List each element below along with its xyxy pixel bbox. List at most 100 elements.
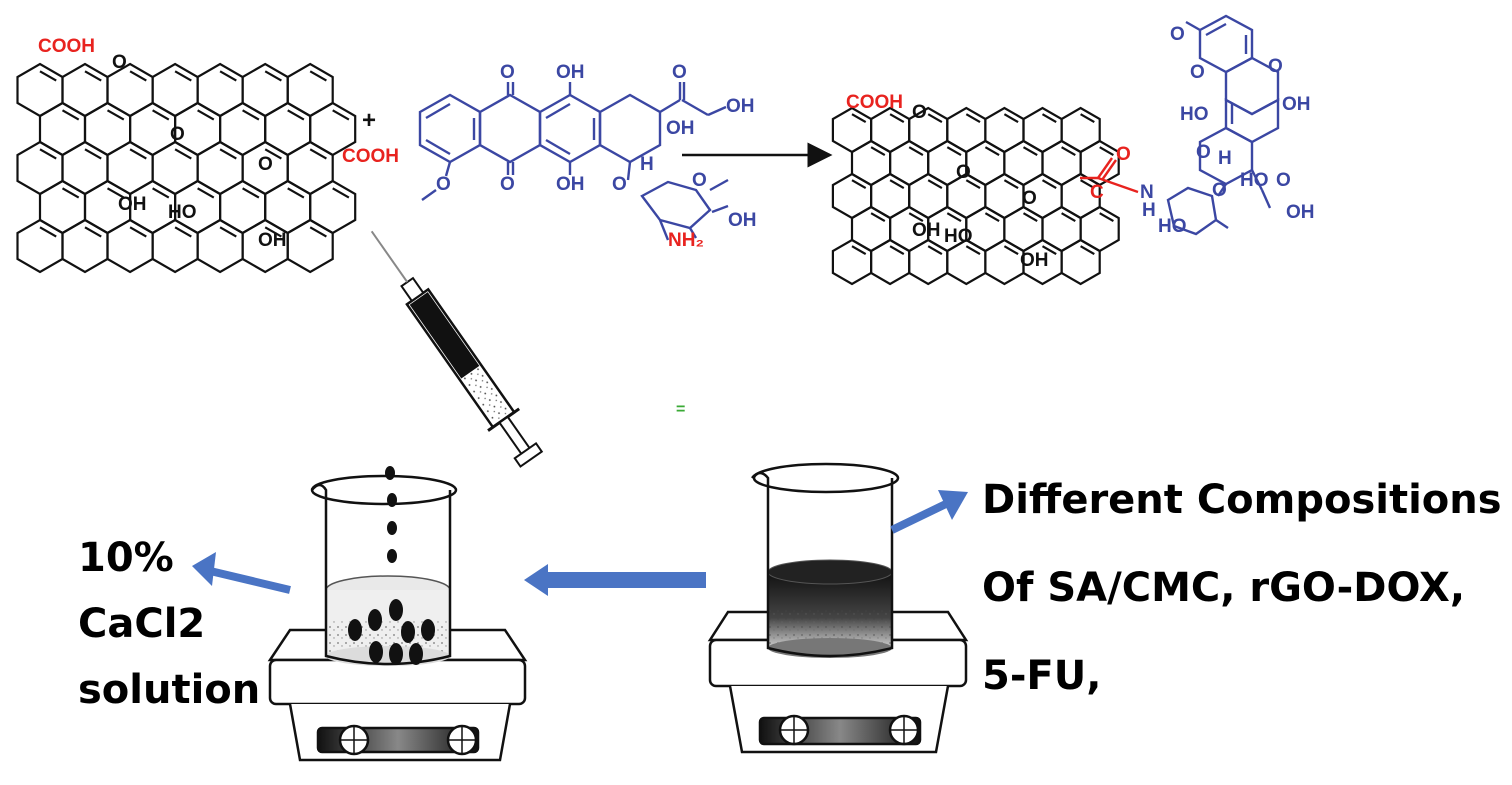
conj-end-oh-label: OH — [1286, 202, 1315, 223]
double-bond — [1041, 179, 1057, 190]
double-bond — [309, 148, 327, 160]
double-bond — [965, 179, 981, 190]
double-bond — [287, 109, 305, 121]
double-bond — [129, 226, 147, 238]
double-bond — [927, 245, 943, 256]
prod-amide-c-label: C — [1090, 182, 1104, 203]
double-bond — [889, 245, 905, 256]
dox-chain-oh-label: OH — [726, 96, 755, 117]
double-bond — [1099, 146, 1114, 157]
right-beaker — [751, 462, 900, 658]
go-hydroxyl-label: OH — [118, 194, 147, 215]
dox-hydroxyl-label: OH — [556, 62, 585, 83]
dox-sugar-o-label: O — [692, 170, 707, 191]
prod-hydroxyl-label: OH — [1020, 250, 1049, 271]
double-bond — [219, 70, 237, 82]
process-arrows — [192, 490, 968, 596]
equals-mark: = — [676, 401, 685, 418]
double-bond — [129, 148, 147, 160]
conj-sugar-ho-label: HO — [1158, 216, 1187, 237]
double-bond — [129, 70, 147, 82]
double-bond — [197, 109, 215, 121]
double-bond — [927, 113, 943, 124]
conj-ring-o-label: O — [1196, 142, 1211, 163]
prod-epoxy-o-label: O — [956, 162, 971, 183]
go-epoxy-o-label: O — [258, 154, 273, 175]
conj-hydroxyl-label: HO — [1180, 104, 1209, 125]
dox-methoxy-o-label: O — [436, 174, 451, 195]
graphene-ring — [1060, 238, 1101, 286]
syringe — [370, 230, 544, 468]
left-beaker — [310, 474, 458, 666]
right-caption-line: 5-FU, — [982, 653, 1102, 699]
doxorubicin-structure — [418, 82, 729, 241]
double-bond — [242, 109, 260, 121]
dox-amine-label: NH₂ — [668, 230, 704, 251]
double-bond — [1003, 113, 1019, 124]
double-bond — [870, 146, 886, 157]
double-bond — [1099, 212, 1114, 223]
double-bond — [152, 187, 170, 199]
double-bond — [219, 148, 237, 160]
double-bond — [219, 226, 237, 238]
double-bond — [84, 226, 102, 238]
double-bond — [851, 245, 867, 256]
double-bond — [965, 113, 981, 124]
dox-sugar-oh-label: OH — [728, 210, 757, 231]
double-bond — [1022, 146, 1038, 157]
double-bond — [174, 70, 192, 82]
double-bond — [851, 113, 867, 124]
conjugate-linker — [1080, 157, 1139, 194]
conj-methoxy-o-label: O — [1170, 24, 1185, 45]
double-bond — [889, 179, 905, 190]
double-bond — [1080, 113, 1095, 124]
double-bond — [1003, 179, 1019, 190]
rgo-dox-conjugate-structure — [831, 106, 1120, 286]
double-bond — [927, 179, 943, 190]
double-bond — [84, 148, 102, 160]
double-bond — [965, 245, 981, 256]
falling-droplets — [385, 466, 397, 563]
double-bond — [61, 187, 80, 199]
double-bond — [1041, 245, 1057, 256]
double-bond — [1003, 245, 1019, 256]
left-caption-line: solution — [78, 667, 261, 713]
conj-ho-label: HO — [1240, 170, 1269, 191]
double-bond — [264, 70, 282, 82]
double-bond — [851, 179, 867, 190]
prod-cooh-label: COOH — [846, 92, 903, 113]
graphene-ring — [286, 218, 334, 274]
conj-hydroxyl-label: OH — [1282, 94, 1311, 115]
double-bond — [242, 187, 260, 199]
left-caption-line: 10% — [78, 535, 174, 581]
double-bond — [309, 70, 327, 82]
double-bond — [946, 212, 962, 223]
graphene-oxide-structure — [16, 62, 357, 274]
dox-h-label: H — [640, 154, 654, 175]
left-caption-line: CaCl2 — [78, 601, 206, 647]
conj-h-label: H — [1218, 148, 1232, 169]
double-bond — [152, 109, 170, 121]
prod-amide-o-label: O — [1116, 144, 1131, 165]
go-hydroxyl-label: HO — [168, 202, 197, 223]
plus-sign: + — [362, 107, 376, 134]
prod-amide-h-label: H — [1142, 200, 1156, 221]
double-bond — [332, 109, 350, 121]
double-bond — [946, 146, 962, 157]
double-bond — [84, 70, 102, 82]
transfer-arrow — [524, 564, 706, 596]
double-bond — [197, 187, 215, 199]
double-bond — [1022, 212, 1038, 223]
dox-ring-oh-label: OH — [666, 118, 695, 139]
graphene-oxide-labels: COOH O O O COOH OH HO OH — [38, 36, 399, 251]
doxorubicin-labels: O OH O OH O OH OH O H O O OH NH₂ — [436, 62, 757, 251]
dox-carbonyl-o-label: O — [500, 174, 515, 195]
double-bond — [908, 212, 924, 223]
conj-ketone-o-label: O — [1276, 170, 1291, 191]
left-caption: 10% CaCl2 solution — [78, 525, 260, 723]
double-bond — [309, 226, 327, 238]
right-pointer-arrow — [890, 498, 952, 534]
double-bond — [39, 148, 57, 160]
double-bond — [174, 148, 192, 160]
